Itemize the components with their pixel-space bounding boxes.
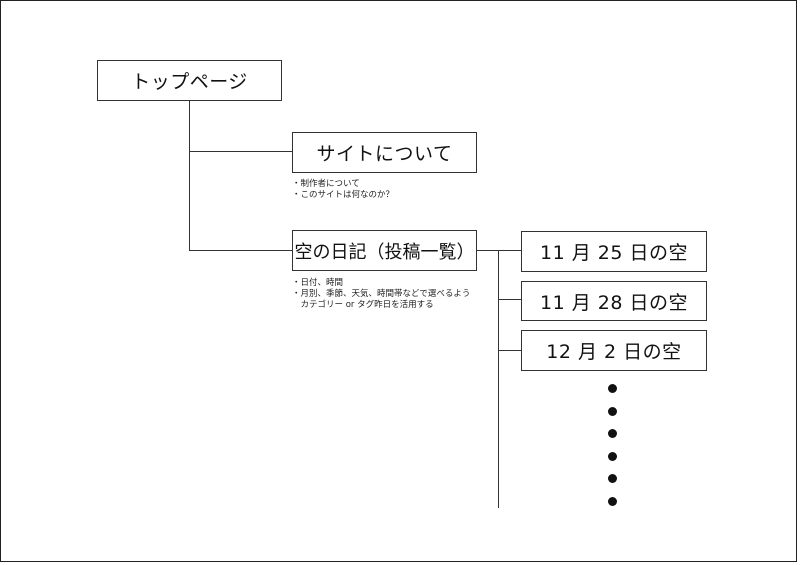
node-entry-dec-2: 12 月 2 日の空: [521, 330, 707, 371]
continuation-dot: [608, 496, 617, 506]
connector-to-entry-2: [498, 299, 521, 300]
node-entry-nov-28: 11 月 28 日の空: [521, 281, 707, 321]
continuation-dot: [608, 406, 617, 416]
node-entry-nov-25: 11 月 25 日の空: [521, 231, 707, 272]
node-sky-diary: 空の日記（投稿一覧）: [292, 230, 477, 271]
node-about-site: サイトについて: [292, 132, 477, 173]
connector-entries-trunk: [498, 250, 499, 508]
connector-trunk: [189, 100, 190, 250]
continuation-dot: [608, 384, 617, 393]
note-diary: ・日付、時間 ・月別、季節、天気、時間帯などで選べるよう カテゴリー or タグ…: [292, 278, 470, 311]
note-about-line: ・制作者について: [292, 179, 360, 189]
connector-to-entry-1: [498, 250, 521, 251]
connector-to-about: [189, 151, 292, 152]
continuation-dot: [608, 474, 617, 483]
continuation-dot: [608, 451, 617, 461]
note-diary-line: ・日付、時間: [292, 278, 344, 288]
connector-to-diary: [189, 250, 292, 251]
note-about-line: ・このサイトは何なのか？: [292, 190, 395, 200]
note-diary-line: ・月別、季節、天気、時間帯などで選べるよう: [292, 289, 471, 299]
note-about: ・制作者について ・このサイトは何なのか？: [292, 179, 394, 201]
connector-diary-out: [476, 250, 499, 251]
connector-to-entry-3: [498, 350, 521, 351]
node-top-page: トップページ: [97, 60, 282, 101]
continuation-dot: [608, 429, 617, 438]
note-diary-line: カテゴリー or タグ昨日を活用する: [292, 300, 434, 310]
